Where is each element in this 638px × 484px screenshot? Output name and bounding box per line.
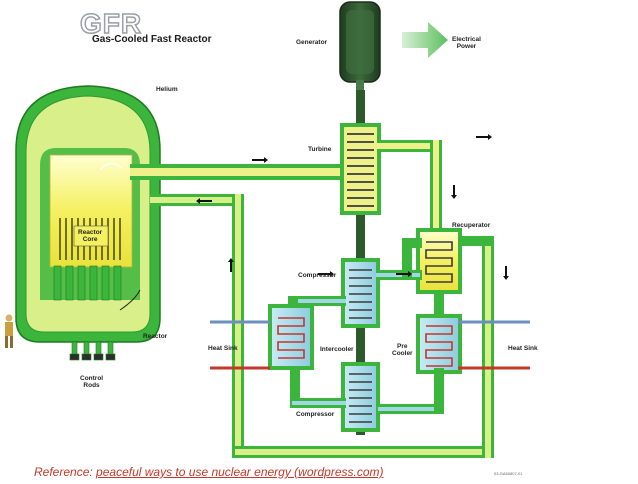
pre-cooler <box>416 314 530 374</box>
label-turbine: Turbine <box>308 146 332 153</box>
reference-prefix: Reference: <box>34 465 93 479</box>
label-reactor: Reactor <box>143 333 168 340</box>
label-recuperator: Recuperator <box>452 222 491 229</box>
reactor-core-box <box>73 225 109 247</box>
hot-leg-pipe <box>130 164 352 180</box>
generator <box>339 1 381 92</box>
recuperator <box>416 228 494 294</box>
label-pre-cooler: Pre Cooler <box>392 343 413 357</box>
reference-line: Reference: peaceful ways to use nuclear … <box>34 465 384 479</box>
reactor-core-rods <box>59 218 121 260</box>
label-heat-sink-right: Heat Sink <box>508 345 538 352</box>
reactor-vessel <box>15 85 161 343</box>
diagram-title: Gas-Cooled Fast Reactor <box>92 34 212 45</box>
flow-arrow-top <box>99 162 123 171</box>
gfr-logo: GFR <box>79 7 143 40</box>
label-control-rods: Control Rods <box>80 375 104 389</box>
label-intercooler: Intercooler <box>320 346 354 353</box>
label-heat-sink-left: Heat Sink <box>208 345 238 352</box>
flow-direction-arrows <box>196 134 509 280</box>
label-helium: Helium <box>156 86 178 93</box>
lower-plenum <box>53 265 122 301</box>
return-pipe <box>150 194 494 458</box>
label-reactor-core: Reactor Core <box>78 229 103 243</box>
label-electrical-power: Electrical Power <box>452 36 481 50</box>
label-generator: Generator <box>296 39 328 46</box>
label-compressor-bottom: Compressor <box>296 411 335 418</box>
electrical-power-arrow <box>402 22 448 58</box>
control-rods <box>69 341 116 361</box>
worker-figure <box>5 314 13 348</box>
compressor-bottom <box>341 362 380 432</box>
compressor-top <box>341 258 380 328</box>
intercooler <box>210 304 314 370</box>
turbine <box>340 123 381 215</box>
label-compressor-top: Compressor <box>298 272 337 279</box>
flow-arrow-bottom <box>119 289 141 311</box>
reference-link[interactable]: peaceful ways to use nuclear energy (wor… <box>96 465 384 479</box>
drawing-code: 03-GA50807-01 <box>494 471 523 476</box>
turbine-exhaust-pipe <box>377 140 442 232</box>
